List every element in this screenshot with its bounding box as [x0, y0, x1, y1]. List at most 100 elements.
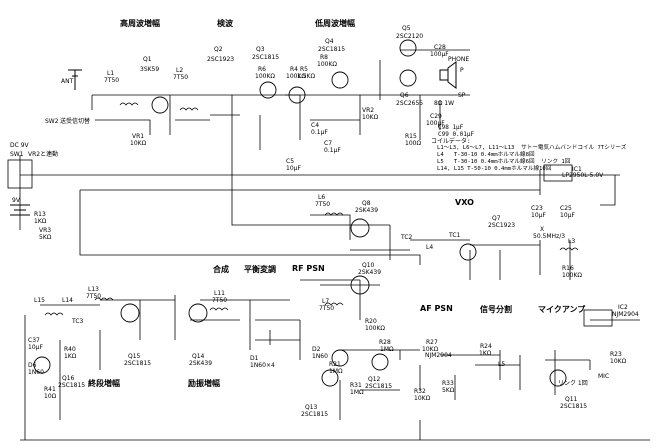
ant-label: ANT	[61, 78, 74, 85]
l6-label: L6	[318, 194, 326, 201]
section-detector: 検波	[217, 19, 233, 28]
c4-value: 0.1μF	[311, 129, 328, 136]
q16-part: 2SC1815	[58, 382, 86, 389]
l6-value: 7T50	[315, 201, 331, 208]
c29-value: 100μF	[426, 120, 445, 127]
d1-label: D1	[250, 355, 259, 362]
ptt-label: P	[460, 67, 464, 74]
c28-label: C28	[434, 44, 446, 51]
vr3-value: 5KΩ	[39, 234, 52, 241]
q11-label: Q11	[565, 396, 578, 403]
q7-label: Q7	[492, 215, 501, 222]
vr1-label: VR1	[132, 133, 145, 140]
r31-value: 1MΩ	[350, 389, 364, 396]
mic-label: MIC	[598, 373, 610, 380]
q15-part: 2SC1815	[124, 360, 152, 367]
c25-label: C25	[560, 205, 572, 212]
r28-label: R28	[379, 339, 391, 346]
q12-part: 2SC1815	[365, 383, 393, 390]
q5-label: Q5	[402, 25, 411, 32]
q15-label: Q15	[128, 353, 141, 360]
sp-label: SP	[458, 92, 466, 99]
r5-value: 1.5KΩ	[297, 73, 316, 80]
r4-value: 100KΩ	[286, 73, 306, 80]
l11-value: 7T50	[212, 297, 228, 304]
vr3-label: VR3	[39, 227, 52, 234]
q2-part: 2SC1923	[207, 56, 235, 63]
l1-value: 7T50	[104, 77, 120, 84]
q4-label: Q4	[325, 38, 334, 45]
r40-label: R40	[64, 346, 76, 353]
tc3-label: TC3	[72, 318, 84, 325]
r5-label: R5	[300, 66, 308, 73]
coil-data-line2: L4 T-30-10 0.4mmホルマル線8回	[437, 152, 535, 158]
q13-part: 2SC1815	[301, 411, 329, 418]
l14-label: L14	[62, 297, 73, 304]
l5-label: L5	[498, 361, 506, 368]
q5-part: 2SC2120	[396, 33, 424, 40]
r33-value: 5KΩ	[442, 387, 455, 394]
q13-label: Q13	[305, 404, 318, 411]
l13-value: 7T50	[86, 293, 102, 300]
section-hf-amp: 高周波増幅	[120, 19, 160, 28]
sw1-desc: VR2と連動	[28, 151, 59, 158]
q2-label: Q2	[214, 46, 223, 53]
section-lf-amp: 低周波増幅	[315, 19, 355, 28]
coil-data-line1: L1～L3, L6～L7, L11～L13 サトー電気ハムバンドコイル 7Tシリ…	[437, 145, 627, 151]
section-final-amp: 終段増幅	[88, 379, 120, 388]
r41-label: R41	[44, 386, 56, 393]
r32-value: 10KΩ	[414, 395, 431, 402]
d1-value: 1N60×4	[250, 362, 275, 369]
q8-part: 2SK439	[355, 207, 379, 214]
q16-label: Q16	[62, 375, 75, 382]
l7-label: L7	[322, 298, 330, 305]
section-mic-amp: マイクアンプ	[538, 305, 586, 314]
r24-value: 1KΩ	[479, 350, 492, 357]
section-af-psn: AF PSN	[420, 304, 453, 313]
l1-label: L1	[107, 70, 115, 77]
r13-label: R13	[34, 211, 46, 218]
r15-label: R15	[405, 133, 417, 140]
l13-label: L13	[88, 286, 99, 293]
section-vxo: VXO	[455, 198, 474, 207]
r32-label: R32	[414, 388, 426, 395]
r6-label: R6	[258, 66, 266, 73]
coil-data-title: コイルデータ:	[431, 138, 471, 145]
q11-part: 2SC1815	[560, 403, 588, 410]
c25-value: 10μF	[560, 212, 575, 219]
q3-part: 2SC1815	[252, 54, 280, 61]
c28-value: 100μF	[430, 51, 449, 58]
q6-label: Q6	[400, 92, 409, 99]
l15-label: L15	[34, 297, 45, 304]
c5-value: 10μF	[286, 165, 301, 172]
r6-value: 100KΩ	[255, 73, 275, 80]
r21-label: R21	[329, 361, 341, 368]
ic1-part: LP2950L-5.0V	[562, 172, 604, 179]
ic2-label: IC2	[618, 304, 628, 311]
q4-part: 2SC1815	[318, 46, 346, 53]
r23-label: R23	[610, 351, 622, 358]
link-note: リンク 1回	[558, 380, 588, 387]
r31-label: R31	[350, 382, 362, 389]
q10-label: Q10	[362, 262, 375, 269]
r8-value: 100KΩ	[317, 61, 337, 68]
d6-label: D6	[28, 362, 37, 369]
c5-label: C5	[286, 158, 295, 165]
r27-label: R27	[426, 339, 438, 346]
r8-label: R8	[320, 54, 328, 61]
r16-value: 100KΩ	[562, 272, 582, 279]
l3-label: L3	[568, 238, 576, 245]
sw1-label: SW1	[10, 151, 24, 158]
l2-value: 7T50	[173, 74, 189, 81]
section-balanced-mod: 平衡変調	[244, 265, 276, 274]
crystal-label: X	[540, 226, 545, 233]
d2-label: D2	[312, 346, 321, 353]
q6-part: 2SC2655	[396, 100, 424, 107]
q10-part: 2SK439	[358, 269, 382, 276]
r13-value: 1KΩ	[34, 218, 47, 225]
q7-part: 2SC1923	[488, 222, 516, 229]
r20-label: R20	[365, 318, 377, 325]
l4-label: L4	[426, 244, 434, 251]
